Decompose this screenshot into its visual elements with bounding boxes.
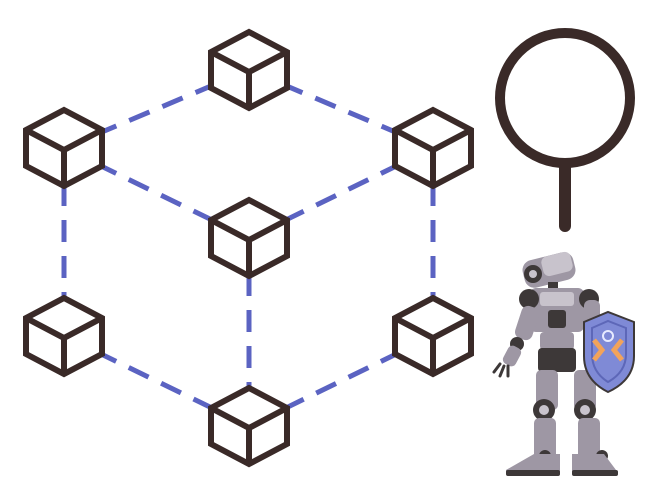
cube-node-icon — [392, 294, 474, 378]
cube-node-icon — [23, 106, 105, 190]
robot-left-arm — [492, 289, 539, 378]
robot-torso — [530, 288, 584, 372]
cube-node-icon — [392, 106, 474, 190]
robot-legs — [506, 370, 618, 476]
cube-node-icon — [23, 294, 105, 378]
robot-head — [522, 251, 576, 290]
cube-nodes — [23, 28, 474, 468]
shield-icon — [583, 310, 635, 394]
cube-node-icon — [208, 28, 290, 112]
robot-icon — [492, 251, 635, 476]
cube-node-icon — [208, 384, 290, 468]
cube-node-icon — [208, 196, 290, 280]
magnifier-icon — [495, 28, 635, 232]
